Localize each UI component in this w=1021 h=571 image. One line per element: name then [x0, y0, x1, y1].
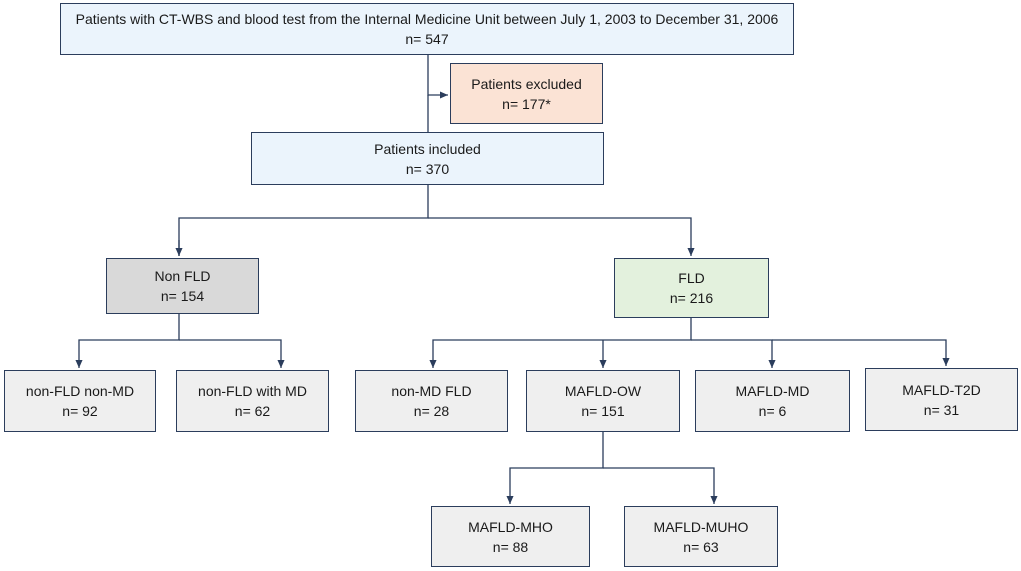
- node-mafld-md-count: n= 6: [758, 403, 787, 419]
- node-mafld-ow-count: n= 151: [581, 403, 625, 419]
- node-screened-title: Patients with CT-WBS and blood test from…: [75, 11, 779, 27]
- node-non-fld-title: Non FLD: [154, 268, 211, 284]
- node-included: Patients included n= 370: [251, 132, 604, 185]
- node-non-md-fld-count: n= 28: [413, 403, 450, 419]
- node-non-md-fld-title: non-MD FLD: [391, 383, 472, 399]
- node-mafld-t2d-count: n= 31: [923, 401, 960, 418]
- node-mafld-md-title: MAFLD-MD: [735, 383, 810, 399]
- node-non-md-fld: non-MD FLD n= 28: [355, 370, 508, 432]
- node-non-fld-with-md: non-FLD with MD n= 62: [176, 370, 329, 432]
- node-screened: Patients with CT-WBS and blood test from…: [60, 3, 794, 55]
- node-mafld-muho-title: MAFLD-MUHO: [653, 518, 749, 535]
- node-mafld-md: MAFLD-MD n= 6: [695, 370, 850, 432]
- node-mafld-mho: MAFLD-MHO n= 88: [431, 506, 590, 567]
- node-excluded-count: n= 177*: [502, 95, 551, 112]
- edge-nonfld-children: [75, 314, 180, 368]
- edge-included-split: [178, 185, 429, 256]
- edge-nonfld-withmd: [179, 339, 285, 368]
- edge-screened-excluded: [427, 55, 448, 99]
- edge-fld-children: [429, 318, 692, 368]
- node-non-fld-count: n= 154: [160, 288, 205, 304]
- node-fld-title: FLD: [678, 270, 705, 286]
- node-mafld-ow: MAFLD-OW n= 151: [526, 370, 680, 432]
- node-excluded-title: Patients excluded: [471, 75, 582, 92]
- node-included-count: n= 370: [405, 160, 450, 177]
- node-non-fld-with-md-title: non-FLD with MD: [198, 383, 307, 399]
- edge-included-fld: [428, 217, 695, 256]
- edge-fld-mafldt2d: [772, 339, 950, 366]
- node-mafld-mho-count: n= 88: [492, 538, 529, 555]
- node-mafld-mho-title: MAFLD-MHO: [468, 518, 553, 535]
- edge-mafldow-children: [506, 432, 604, 504]
- node-fld-count: n= 216: [669, 290, 714, 306]
- node-mafld-ow-title: MAFLD-OW: [564, 383, 642, 399]
- node-non-fld: Non FLD n= 154: [106, 258, 259, 314]
- node-mafld-muho-count: n= 63: [683, 538, 719, 555]
- node-mafld-muho: MAFLD-MUHO n= 63: [624, 506, 778, 567]
- node-screened-count: n= 547: [405, 31, 449, 47]
- node-non-fld-non-md-title: non-FLD non-MD: [25, 383, 135, 399]
- edge-mafldow-muho: [603, 467, 718, 504]
- node-included-title: Patients included: [374, 140, 481, 157]
- node-mafld-t2d: MAFLD-T2D n= 31: [865, 368, 1018, 431]
- node-excluded: Patients excluded n= 177*: [450, 63, 603, 124]
- node-non-fld-non-md: non-FLD non-MD n= 92: [4, 370, 156, 432]
- node-mafld-t2d-title: MAFLD-T2D: [902, 381, 981, 398]
- edge-fld-mafldmd: [691, 339, 776, 368]
- node-non-fld-non-md-count: n= 92: [62, 403, 98, 419]
- node-fld: FLD n= 216: [614, 258, 769, 318]
- node-non-fld-with-md-count: n= 62: [234, 403, 271, 419]
